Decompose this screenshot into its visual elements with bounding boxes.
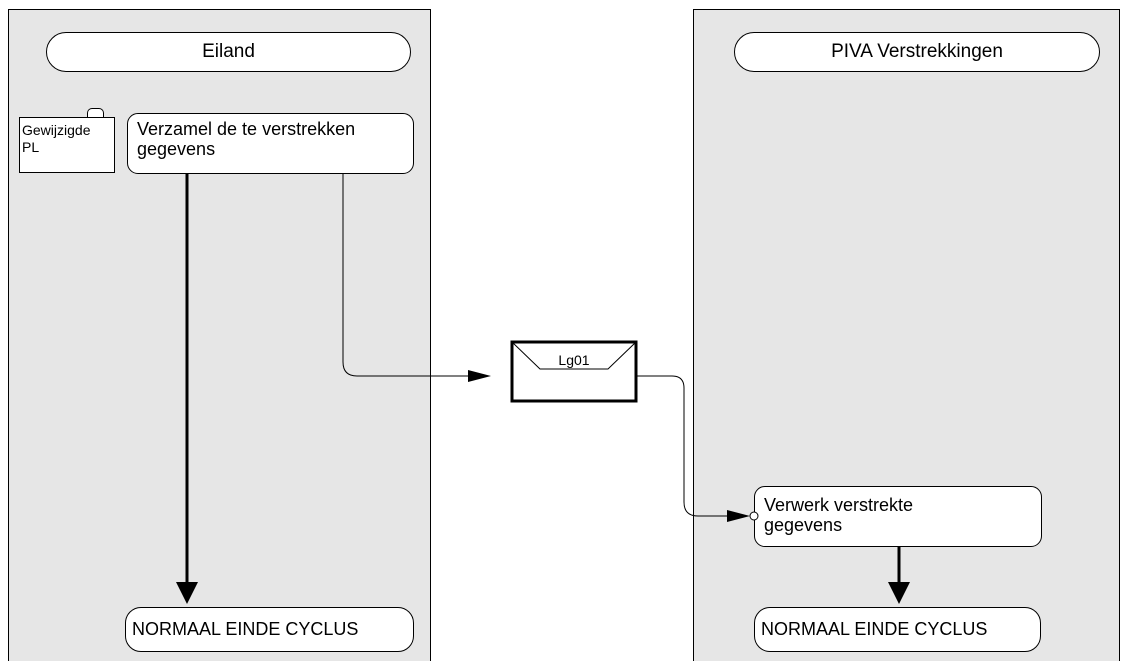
message-label: Lg01 [558,352,590,368]
lane-title-text: PIVA Verstrekkingen [831,41,1003,62]
end-label: NORMAAL EINDE CYCLUS [132,619,359,639]
end-node-right[interactable]: NORMAAL EINDE CYCLUS [754,607,1041,652]
send-arrowhead [468,370,491,382]
note-line: Gewijzigde [22,122,91,138]
swimlane-piva-verstrekkingen [693,9,1120,661]
note-line: PL [22,139,40,155]
lane-title-text: Eiland [202,41,255,62]
note-tab [87,108,104,118]
message-envelope [510,340,638,403]
trigger-note[interactable]: Gewijzigde PL [19,117,115,173]
lane-title-piva: PIVA Verstrekkingen [734,32,1100,72]
lane-title-eiland: Eiland [46,32,411,72]
activity-verwerk[interactable]: Verwerk verstrekte gegevens [754,486,1042,547]
activity-line: Verwerk verstrekte [764,495,914,515]
activity-line: gegevens [137,139,216,159]
end-label: NORMAAL EINDE CYCLUS [761,619,988,639]
end-node-left[interactable]: NORMAAL EINDE CYCLUS [125,607,414,652]
activity-line: gegevens [764,515,843,535]
swimlane-eiland [8,9,431,661]
activity-verzamel[interactable]: Verzamel de te verstrekken gegevens [127,113,414,174]
activity-line: Verzamel de te verstrekken [137,119,356,139]
